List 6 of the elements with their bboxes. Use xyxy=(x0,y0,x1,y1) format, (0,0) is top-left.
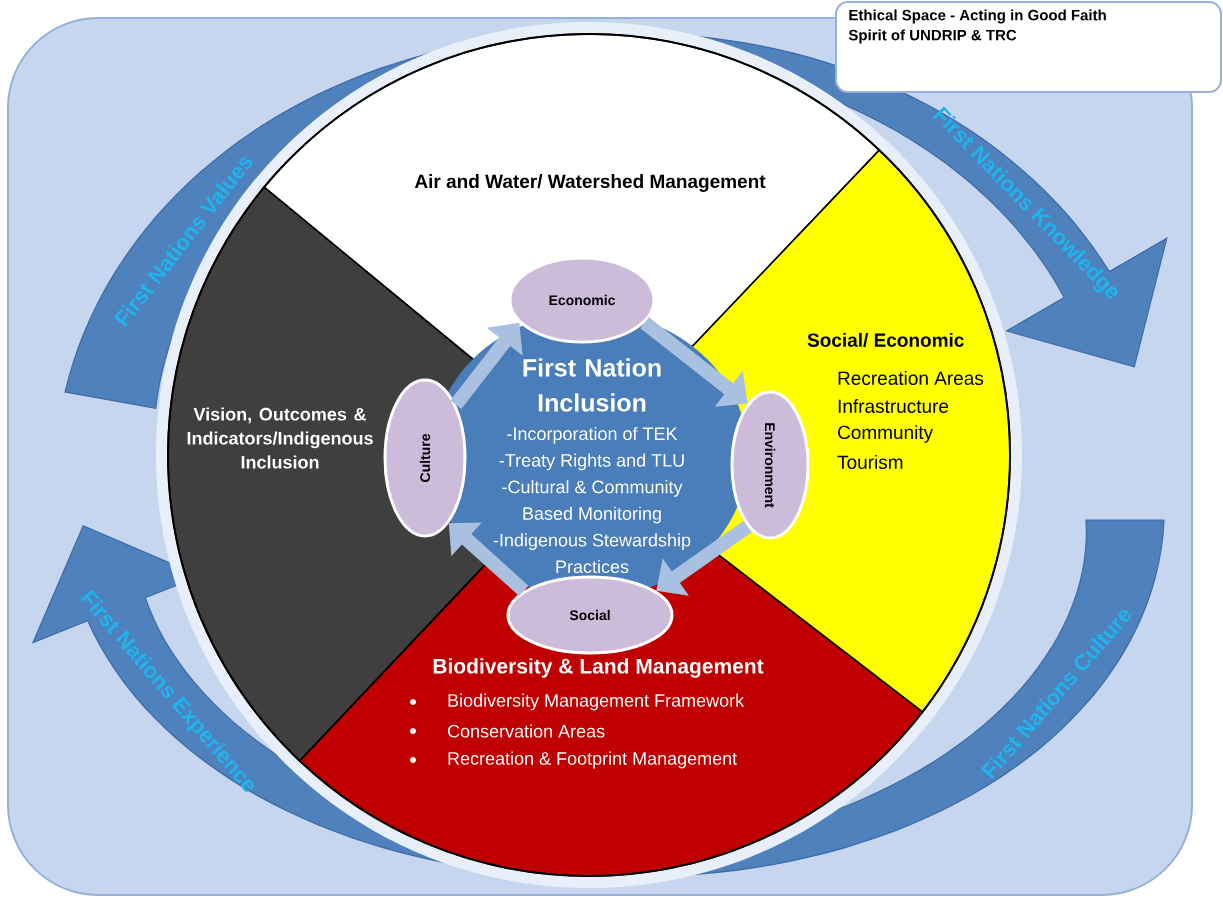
note-box: Ethical Space - Acting in Good Faith Spirit of UNDRIP & TRC xyxy=(835,1,1222,93)
block-arrow xyxy=(656,520,752,596)
quadrant-text: Biodiversity & Land Management Biodiversity Management Framework Conservation Areas Recreation & Footprint Management xyxy=(410,658,764,769)
quadrant-text: Vision, Outcomes & Indicators/Indigenous Inclusion xyxy=(187,407,373,469)
block-arrow xyxy=(640,317,748,407)
quadrant-text: Air and Water/ Watershed Management xyxy=(414,174,766,192)
